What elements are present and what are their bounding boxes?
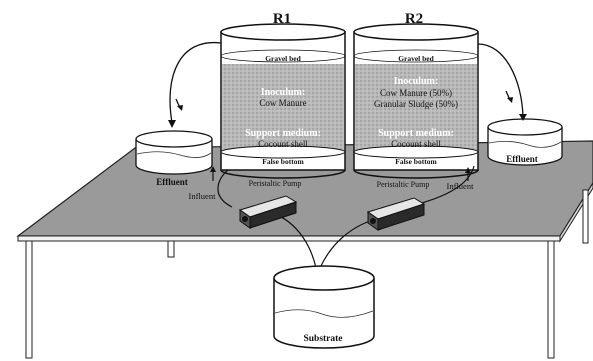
right-peristaltic-pump: Peristaltic Pump <box>366 180 430 231</box>
table-leg-front-right <box>547 240 555 359</box>
left-effluent-tube <box>169 41 222 124</box>
left-effluent-label: Effluent <box>156 177 188 187</box>
right-effluent-container: Effluent <box>487 118 563 166</box>
reactor-r2-support-value: Cocount shell <box>391 139 441 149</box>
left-influent-label: Influent <box>189 191 217 201</box>
reactor-r1-packed-bed <box>222 64 344 151</box>
reactor-r1-title: R1 <box>273 11 291 27</box>
reactor-r1-support-value: Cocount shell <box>258 139 308 149</box>
left-influent-tube <box>217 169 233 208</box>
reactor-r2: R2 Gravel bed Inoculum: Cow Manure (50%)… <box>353 11 479 179</box>
reactor-r1-inoculum-line: Cow Manure <box>259 98 306 108</box>
reactor-r2-packed-bed <box>355 64 477 151</box>
reactor-r2-inoculum-line-2: Granular Sludge (50%) <box>374 99 458 109</box>
left-effluent-container: Effluent <box>135 130 213 187</box>
right-effluent-tube <box>477 43 524 118</box>
table-front-edge <box>17 235 561 242</box>
reactor-r2-support-heading: Support medium: <box>378 128 454 139</box>
right-pump-label: Peristaltic Pump <box>377 180 430 189</box>
left-peristaltic-pump: Peristaltic Pump <box>238 179 302 229</box>
table-leg-back-right <box>582 189 589 244</box>
reactor-r2-gravel-bed-label: Gravel bed <box>398 54 434 63</box>
table-leg-back-left <box>167 240 175 258</box>
table-leg-front-left <box>25 240 33 359</box>
left-pump-label: Peristaltic Pump <box>249 179 302 188</box>
substrate-label: Substrate <box>303 334 342 344</box>
reactor-r2-inoculum-line-1: Cow Manure (50%) <box>380 88 452 98</box>
reactor-r1-false-bottom-label: False bottom <box>262 157 304 166</box>
reactor-r1-inoculum-heading: Inoculum: <box>261 87 305 98</box>
right-influent-label: Influent <box>447 181 475 191</box>
reactor-r2-title: R2 <box>405 11 423 27</box>
reactor-r1: R1 Gravel bed Inoculum: Cow Manure Suppo… <box>220 11 346 179</box>
reactor-r1-support-heading: Support medium: <box>245 128 321 139</box>
reactor-r2-false-bottom-label: False bottom <box>395 157 437 166</box>
substrate-container: Substrate <box>273 265 375 349</box>
reactor-r1-gravel-bed-label: Gravel bed <box>265 54 301 63</box>
reactor-r2-inoculum-heading: Inoculum: <box>394 76 438 87</box>
effluent-tubes <box>168 41 527 128</box>
right-effluent-label: Effluent <box>506 154 538 164</box>
